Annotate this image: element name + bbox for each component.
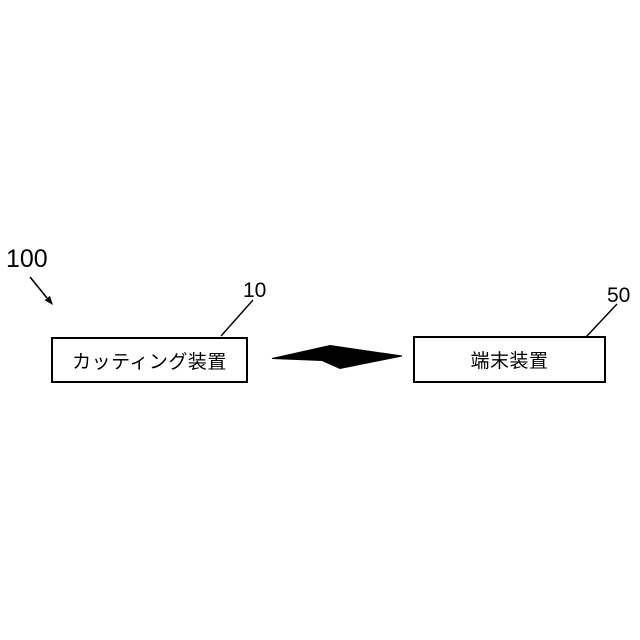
cutting-device-leader-line [220,299,254,337]
cutting-device-ref-label: 10 [243,279,267,302]
system-ref-arrow [29,276,53,305]
terminal-device-label: 端末装置 [470,351,549,372]
system-ref-label: 100 [6,245,48,273]
cutting-device-box: カッティング装置 [51,337,248,383]
terminal-device-leader-line [585,303,618,338]
lightning-bolt-icon [271,344,403,370]
cutting-device-label: カッティング装置 [72,351,227,373]
terminal-device-ref-label: 50 [607,284,631,307]
terminal-device-box: 端末装置 [413,336,606,383]
